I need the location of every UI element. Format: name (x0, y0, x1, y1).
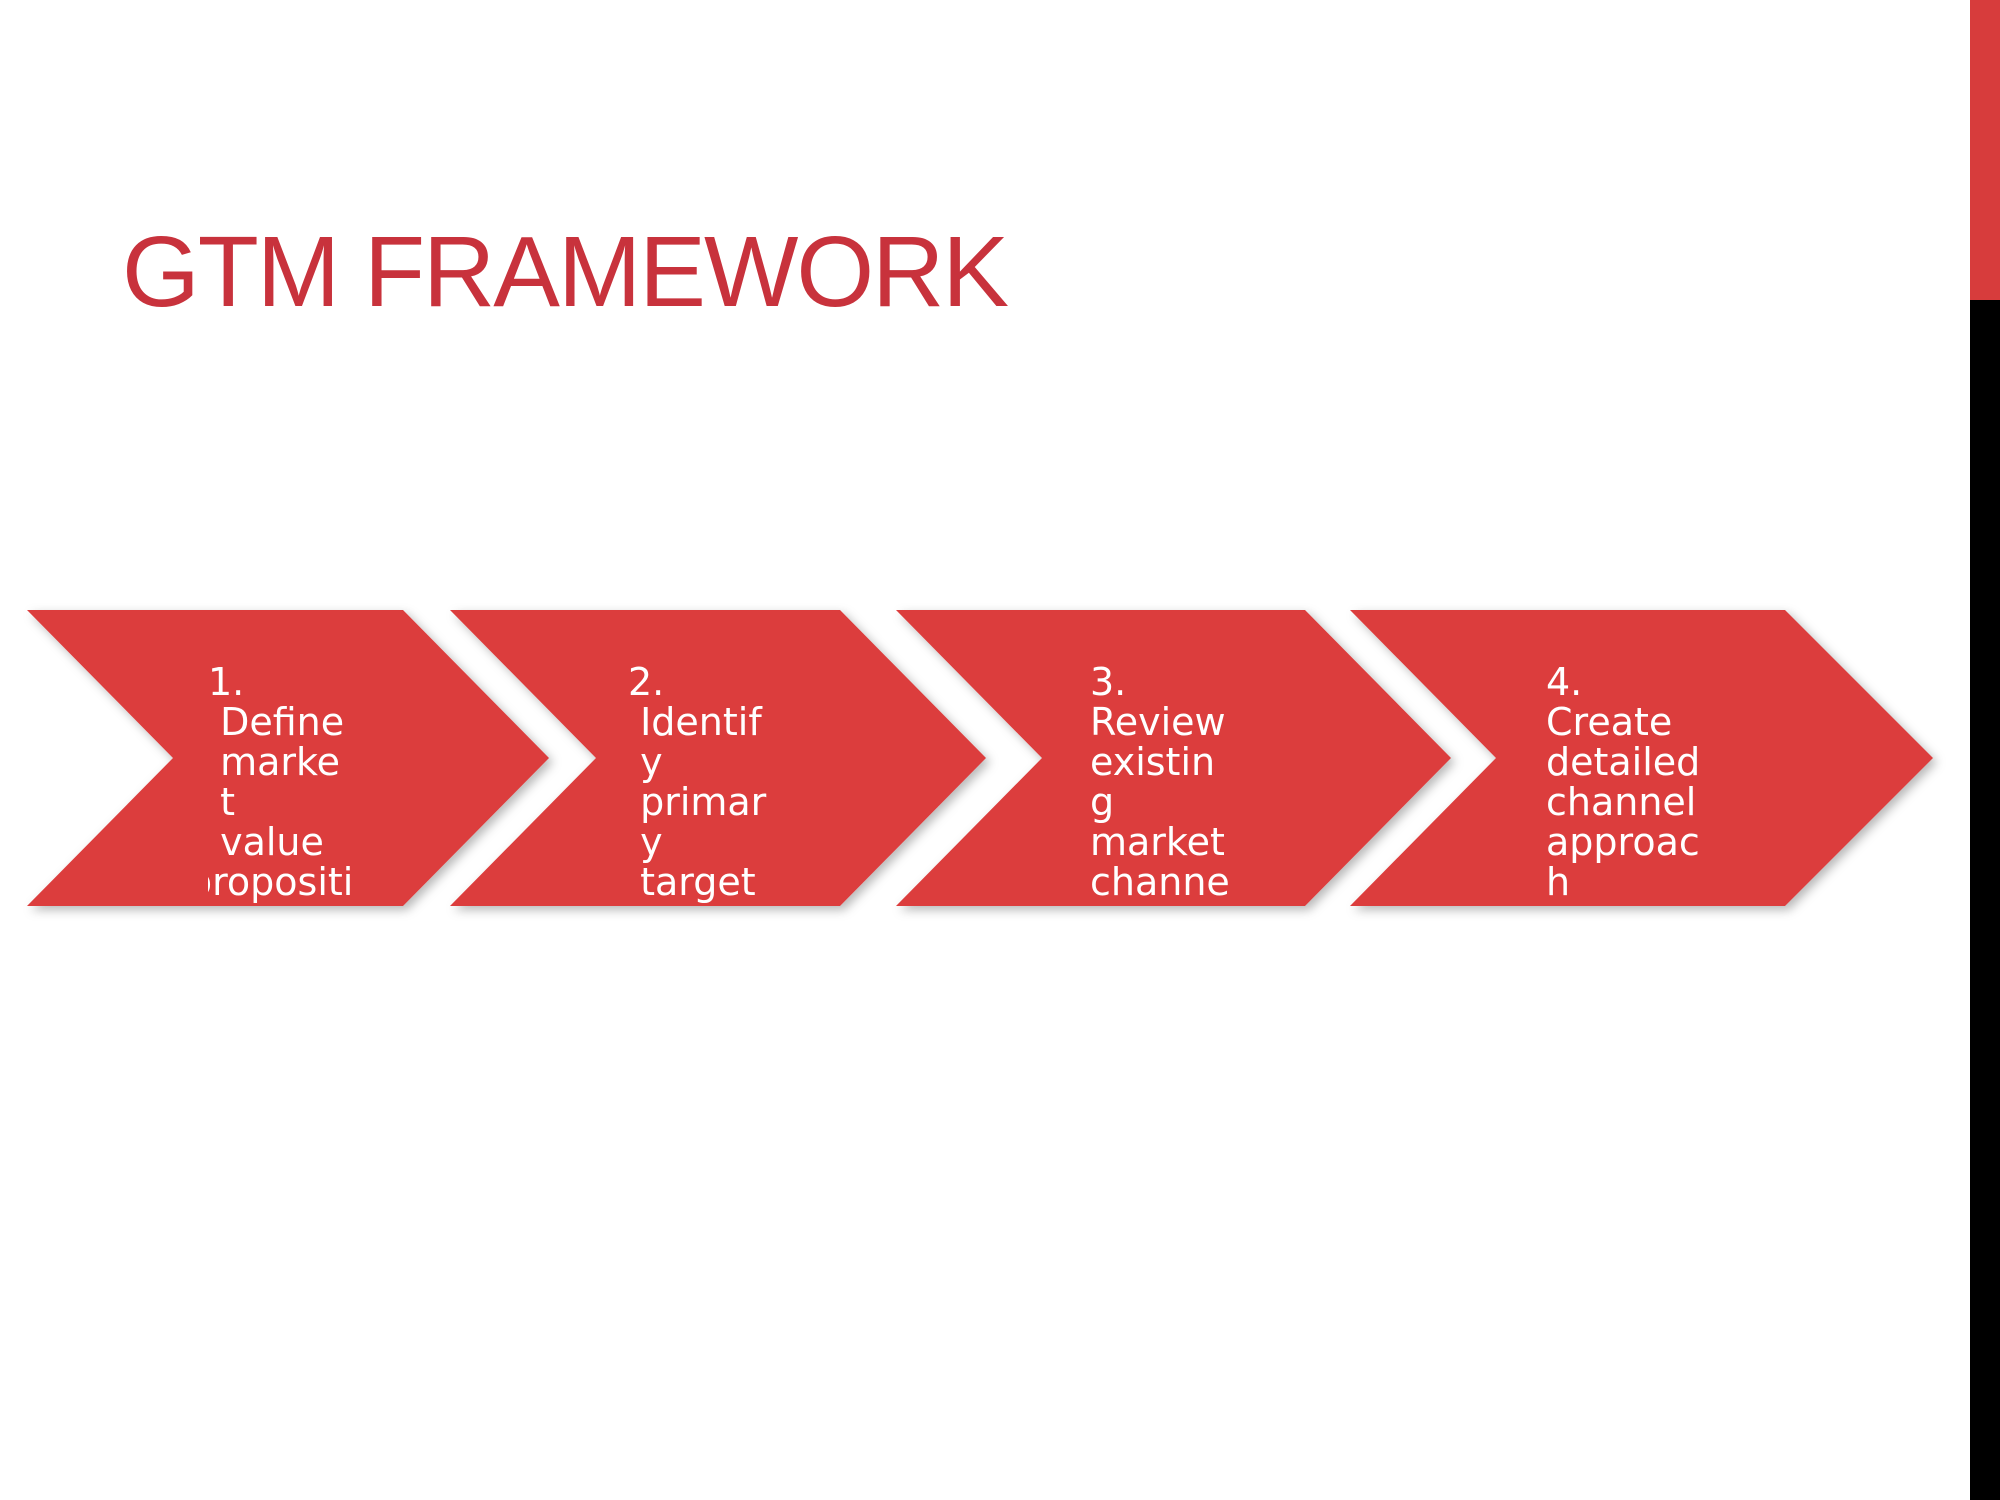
step-4-line-2: detailed (1546, 740, 1701, 784)
step-4-line-5: h (1546, 860, 1571, 904)
step-3-text: 3. Review existin g market channe (1090, 662, 1290, 906)
step-3-line-1: Review (1090, 700, 1226, 744)
step-4-line-3: channel (1546, 780, 1697, 824)
step-4-line-1: Create (1546, 700, 1673, 744)
step-1-line-4: value (208, 820, 324, 864)
step-2-text: 2. Identif y primar y target (628, 662, 828, 906)
step-4-line-4: approac (1546, 820, 1700, 864)
step-3-line-4: market (1090, 820, 1225, 864)
slide-title: GTM FRAMEWORK (122, 216, 1009, 328)
step-1-line-1: Define (208, 700, 345, 744)
side-accent-bar-black (1970, 300, 2000, 1500)
side-accent-bar-red (1970, 0, 2000, 300)
chevron-step-1 (27, 610, 549, 906)
step-4-text: 4. Create detailed channel approac h (1546, 662, 1766, 906)
step-2-line-3: primar (628, 780, 767, 824)
step-1-line-3: t (208, 780, 235, 824)
chevron-step-3 (896, 610, 1451, 906)
step-1-number: 1. (208, 662, 245, 704)
step-3-number: 3. (1090, 662, 1127, 704)
step-2-line-5: target (628, 860, 756, 904)
chevron-step-4 (1350, 610, 1933, 906)
step-2-line-1: Identif (628, 700, 762, 744)
step-2-number: 2. (628, 662, 665, 704)
step-1-line-2: marke (208, 740, 341, 784)
step-1-text: 1. Define marke t value propositi (208, 662, 408, 906)
step-3-line-5: channe (1090, 860, 1230, 904)
step-3-line-2: existin (1090, 740, 1216, 784)
step-4-number: 4. (1546, 662, 1583, 704)
step-1-line-5: propositi (208, 860, 354, 904)
step-2-line-2: y (628, 740, 663, 784)
step-3-line-3: g (1090, 780, 1115, 824)
chevron-step-2 (450, 610, 986, 906)
side-accent-bar (1970, 0, 2000, 1500)
step-2-line-4: y (628, 820, 663, 864)
